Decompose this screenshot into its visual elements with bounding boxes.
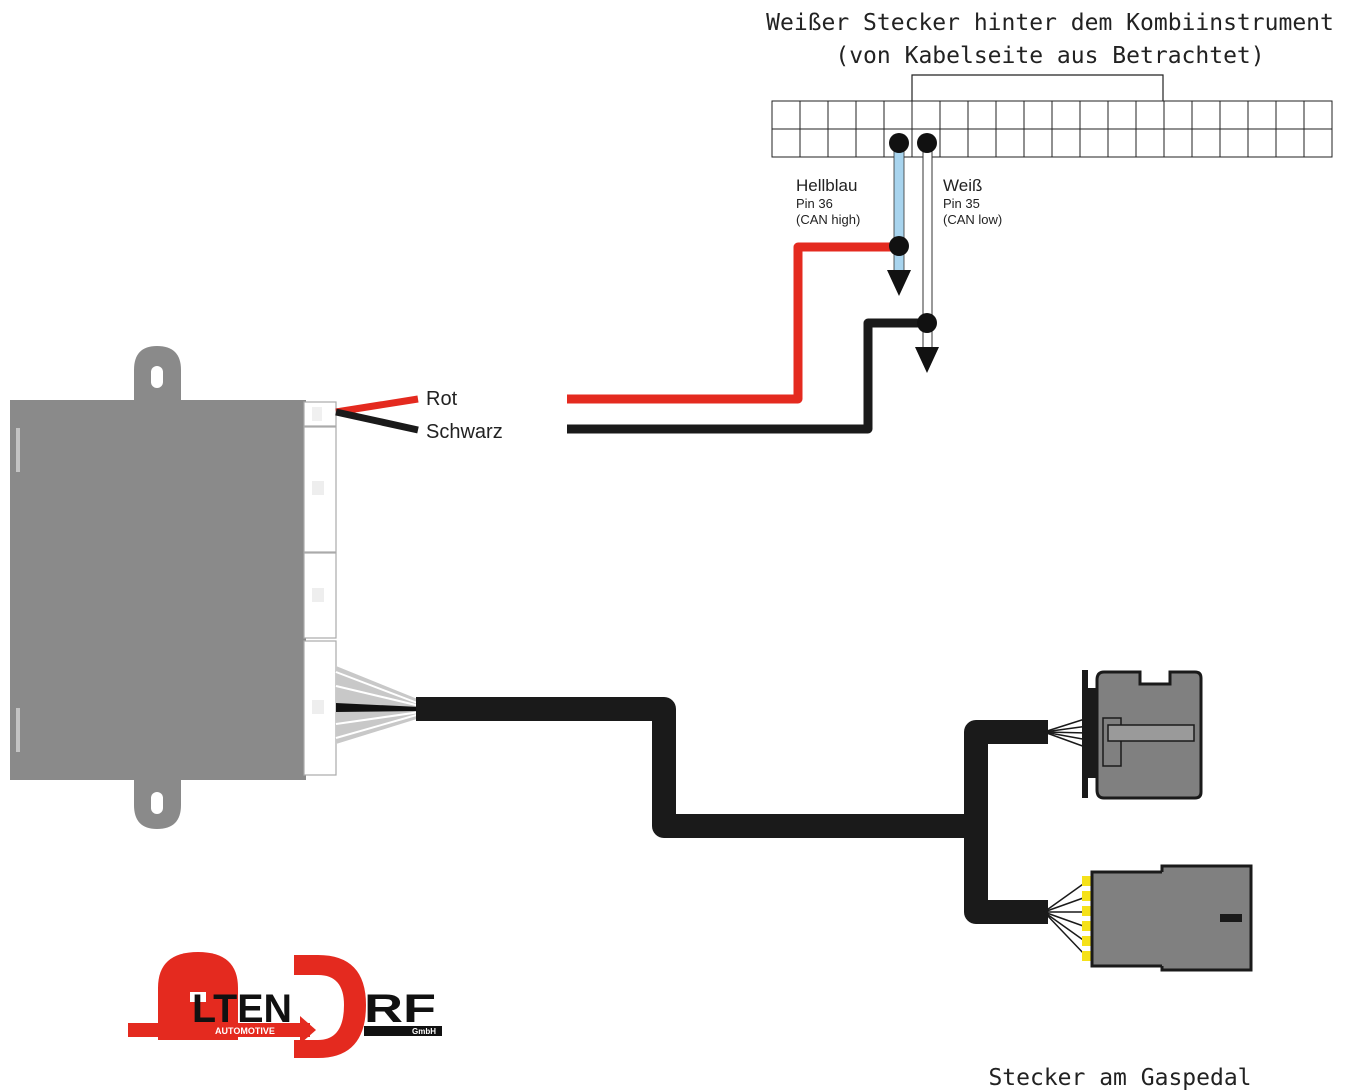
- connector-pin-cell: [1079, 128, 1109, 158]
- white-wire-name: Weiß: [943, 176, 982, 195]
- logo-d-mark: [294, 955, 366, 1058]
- pedal-pin: [1082, 936, 1091, 946]
- logo-text-left: LTEN: [192, 987, 292, 1031]
- blue-wire-signal: (CAN high): [796, 212, 860, 227]
- connector-pin-cell: [1163, 100, 1193, 130]
- connector-pin-cell: [855, 100, 885, 130]
- logo-text-right: RF: [364, 987, 436, 1031]
- interface-module: [10, 346, 337, 829]
- pin-36-dot: [889, 133, 909, 153]
- connector-title-line1: Weißer Stecker hinter dem Kombiinstrumen…: [766, 10, 1334, 36]
- connector-pin-cell: [1135, 100, 1165, 130]
- module-harness-fan: [335, 666, 421, 744]
- connector-pin-cell: [1303, 100, 1333, 130]
- harness-branch: [964, 720, 1048, 924]
- black-lead-label: Schwarz: [426, 421, 503, 443]
- logo-subtitle: AUTOMOTIVE: [215, 1026, 275, 1036]
- pin-35-dot: [917, 133, 937, 153]
- main-harness-cable: [416, 697, 976, 838]
- pedal-connector-pins: [1082, 876, 1091, 961]
- module-body: [10, 400, 306, 780]
- lower-connector-fan: [1043, 881, 1087, 957]
- kombi-connector-grid: [771, 100, 1333, 158]
- pedal-pin: [1082, 906, 1091, 916]
- white-wire-pin: Pin 35: [943, 196, 980, 211]
- connector-pin-cell: [995, 100, 1025, 130]
- red-lead-label: Rot: [426, 388, 458, 410]
- connector-pin-cell: [1023, 128, 1053, 158]
- connector-pin-cell: [1163, 128, 1193, 158]
- connector-pin-cell: [1275, 128, 1305, 158]
- connector-pin-cell: [855, 128, 885, 158]
- pedal-connector-lower: [1082, 864, 1253, 972]
- pedal-pin: [1082, 921, 1091, 931]
- connector-pin-cell: [1219, 128, 1249, 158]
- connector-pin-cell: [1191, 128, 1221, 158]
- connector-pin-cell: [1023, 100, 1053, 130]
- connector-pin-cell: [1079, 100, 1109, 130]
- connector-pin-cell: [1107, 100, 1137, 130]
- connector-pin-cell: [995, 128, 1025, 158]
- connector-pin-cell: [883, 100, 913, 130]
- connector-pin-cell: [967, 128, 997, 158]
- connector-pin-cell: [827, 100, 857, 130]
- red-splice-dot: [889, 236, 909, 256]
- black-lead: [335, 408, 419, 434]
- black-wire: [567, 318, 927, 434]
- connector-pin-cell: [1275, 100, 1305, 130]
- connector-pin-cell: [939, 100, 969, 130]
- connector-pin-cell: [911, 100, 941, 130]
- connector-pin-cell: [799, 100, 829, 130]
- connector-pin-cell: [799, 128, 829, 158]
- blue-wire-arrow: [887, 270, 911, 296]
- upper-connector-fan: [1043, 717, 1089, 749]
- pedal-pin: [1082, 891, 1091, 901]
- connector-pin-cell: [1303, 128, 1333, 158]
- connector-pin-cell: [827, 128, 857, 158]
- connector-pin-cell: [771, 128, 801, 158]
- connector-pin-cell: [939, 128, 969, 158]
- pedal-connector-upper: [1082, 670, 1203, 800]
- connector-pin-cell: [1247, 100, 1277, 130]
- connector-pin-cell: [1051, 100, 1081, 130]
- connector-pin-cell: [1051, 128, 1081, 158]
- pedal-pin: [1082, 951, 1091, 961]
- connector-pin-cell: [1191, 100, 1221, 130]
- title-bracket: [911, 74, 1164, 101]
- connector-pin-cell: [1107, 128, 1137, 158]
- connector-pin-cell: [1135, 128, 1165, 158]
- connector-pin-cell: [1247, 128, 1277, 158]
- connector-pin-cell: [771, 100, 801, 130]
- connector-pin-cell: [1219, 100, 1249, 130]
- black-splice-dot: [917, 313, 937, 333]
- blue-wire-name: Hellblau: [796, 176, 857, 195]
- white-wire-signal: (CAN low): [943, 212, 1002, 227]
- pedal-pin: [1082, 876, 1091, 886]
- white-wire-arrow: [915, 347, 939, 373]
- logo-gmbh: GmbH: [412, 1027, 436, 1036]
- blue-wire-pin: Pin 36: [796, 196, 833, 211]
- pedal-connector-label: Stecker am Gaspedal: [988, 1065, 1251, 1091]
- connector-pin-cell: [967, 100, 997, 130]
- connector-title-line2: (von Kabelseite aus Betrachtet): [835, 43, 1264, 69]
- red-lead: [335, 395, 419, 416]
- red-wire: [567, 242, 899, 404]
- altendorf-logo: LTEN RF AUTOMOTIVE GmbH: [128, 952, 442, 1058]
